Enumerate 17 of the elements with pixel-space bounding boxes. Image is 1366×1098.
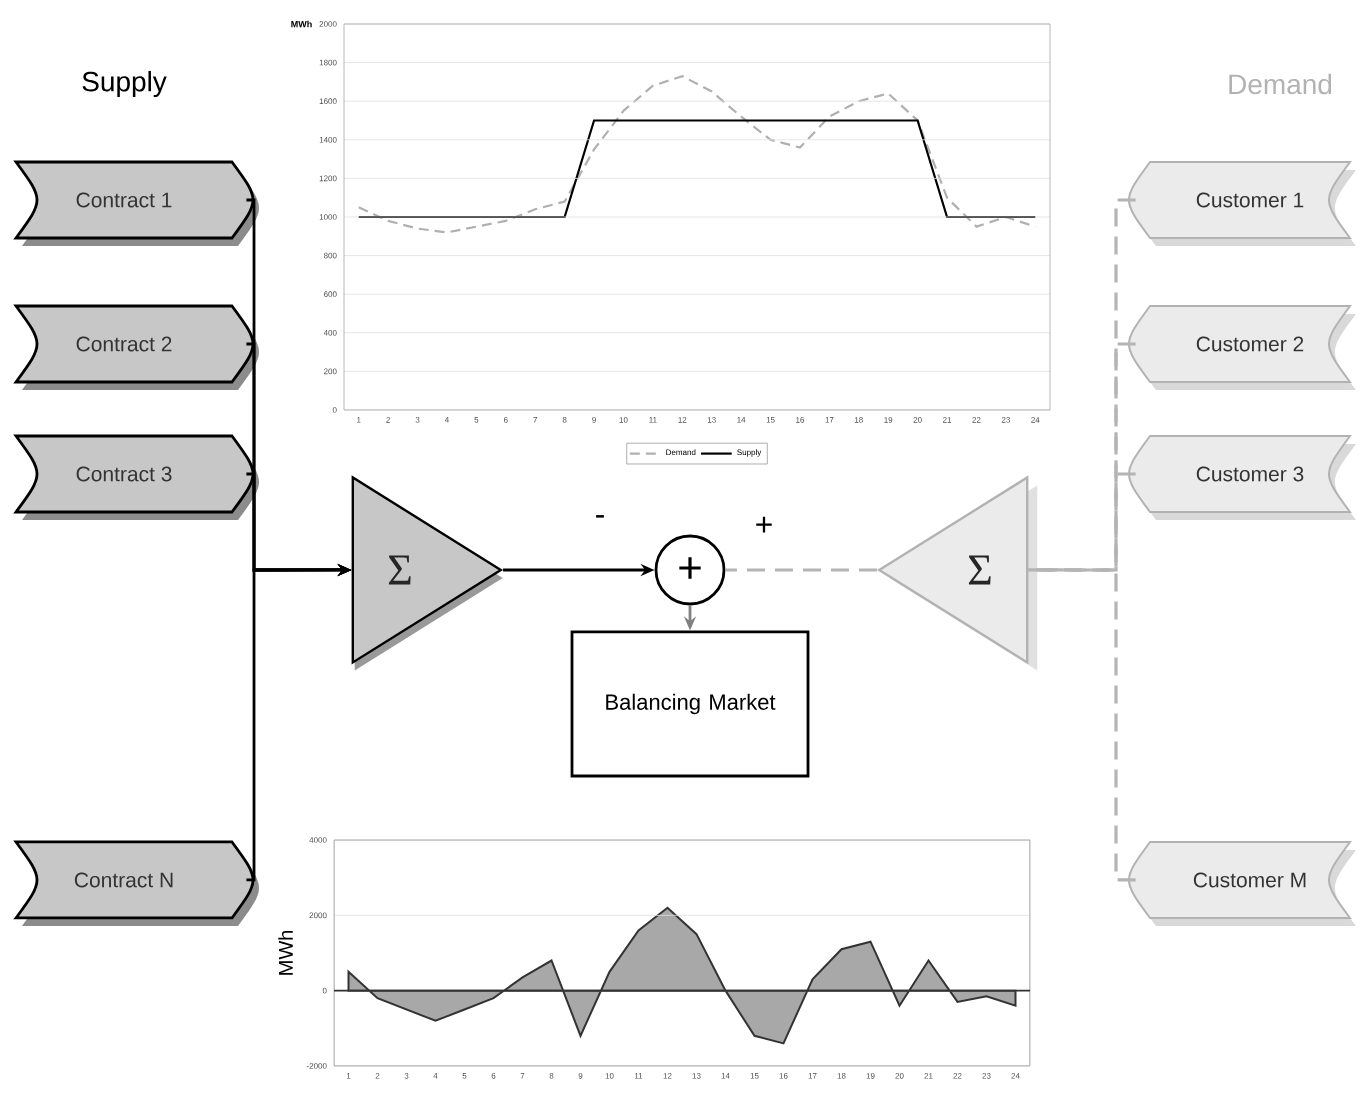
contract-box: Contract 2 (14, 304, 259, 390)
summing-junction: + (654, 534, 726, 606)
contract-box: Contract N (14, 840, 259, 926)
sign-label: - (596, 515, 604, 518)
customer-box: Customer M (1128, 840, 1356, 926)
connector (1028, 472, 1136, 572)
connector (725, 568, 877, 572)
section-heading: Demand (1229, 73, 1332, 95)
contract-box: Contract 3 (14, 434, 259, 520)
customer-box: Customer 3 (1128, 435, 1356, 520)
customer-box: Customer 1 (1128, 161, 1356, 246)
section-heading: Supply (82, 70, 167, 98)
sign-label: + (756, 516, 772, 533)
y-axis-title: MWh (278, 930, 293, 975)
contract-box: Contract 1 (14, 160, 259, 246)
process-box: Balancing Market (570, 630, 810, 778)
customer-box: Customer 2 (1128, 305, 1356, 390)
